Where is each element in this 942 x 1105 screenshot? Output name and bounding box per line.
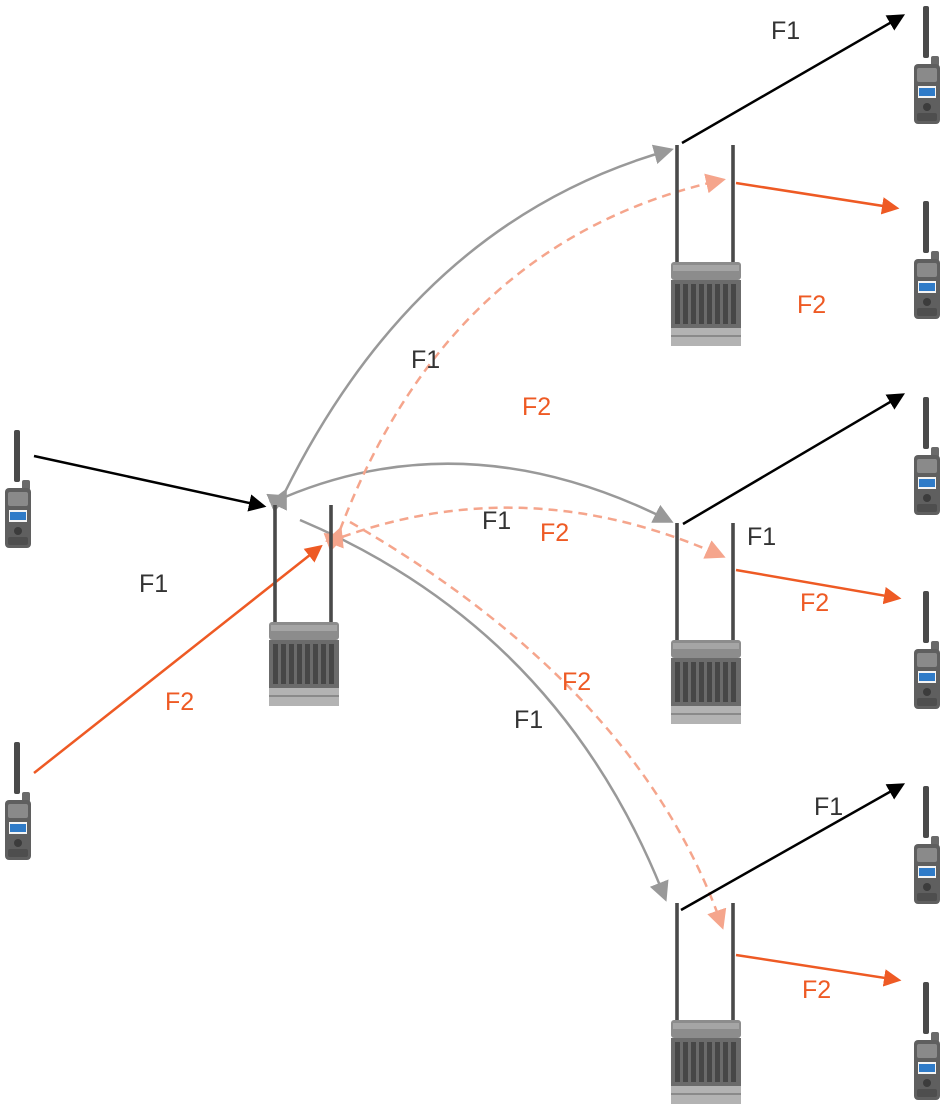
middle-f1-output-link <box>683 395 902 524</box>
label-upper-arc-f1: F1 <box>411 346 440 374</box>
middle-arc-f1-link <box>285 464 670 521</box>
label-middle-right-f1: F1 <box>747 523 776 551</box>
label-upper-arc-f2: F2 <box>522 393 551 421</box>
label-input-f2: F2 <box>165 688 194 716</box>
label-middle-right-f2: F2 <box>800 589 829 617</box>
repeater-icon <box>671 523 741 724</box>
devices <box>5 6 940 1104</box>
handheld-radio-icon <box>914 591 940 709</box>
handheld-radio-icon <box>5 742 31 860</box>
repeater-icon <box>269 505 339 706</box>
repeater-icon <box>671 145 741 346</box>
handheld-radio-icon <box>914 397 940 515</box>
label-lower-arc-f1: F1 <box>514 706 543 734</box>
links <box>34 16 902 980</box>
upper-arc-f2-link <box>340 180 722 530</box>
label-middle-arc-f1: F1 <box>482 507 511 535</box>
input-f1-link <box>34 456 263 506</box>
labels: F1 F2 F1 F2 F1 F2 F1 F2 F1 F2 F2 F1 F1 F… <box>139 17 843 1004</box>
upper-arc-f1-link <box>285 150 670 492</box>
handheld-radio-icon <box>5 430 31 548</box>
handheld-radio-icon <box>914 982 940 1100</box>
label-top-right-f1: F1 <box>771 17 800 45</box>
handheld-radio-icon <box>914 201 940 319</box>
label-input-f1: F1 <box>139 570 168 598</box>
label-lower-arc-f2: F2 <box>562 668 591 696</box>
handheld-radio-icon <box>914 786 940 904</box>
bottom-f1-output-link <box>681 785 902 910</box>
label-top-f2: F2 <box>797 291 826 319</box>
middle-arc-f2-link <box>342 508 722 556</box>
label-bottom-right-f1: F1 <box>814 793 843 821</box>
label-middle-arc-f2: F2 <box>540 519 569 547</box>
label-bottom-right-f2: F2 <box>802 976 831 1004</box>
repeater-icon <box>671 903 741 1104</box>
top-f2-output-link <box>736 183 896 208</box>
lower-arc-f1-link <box>300 520 665 898</box>
handheld-radio-icon <box>914 6 940 124</box>
